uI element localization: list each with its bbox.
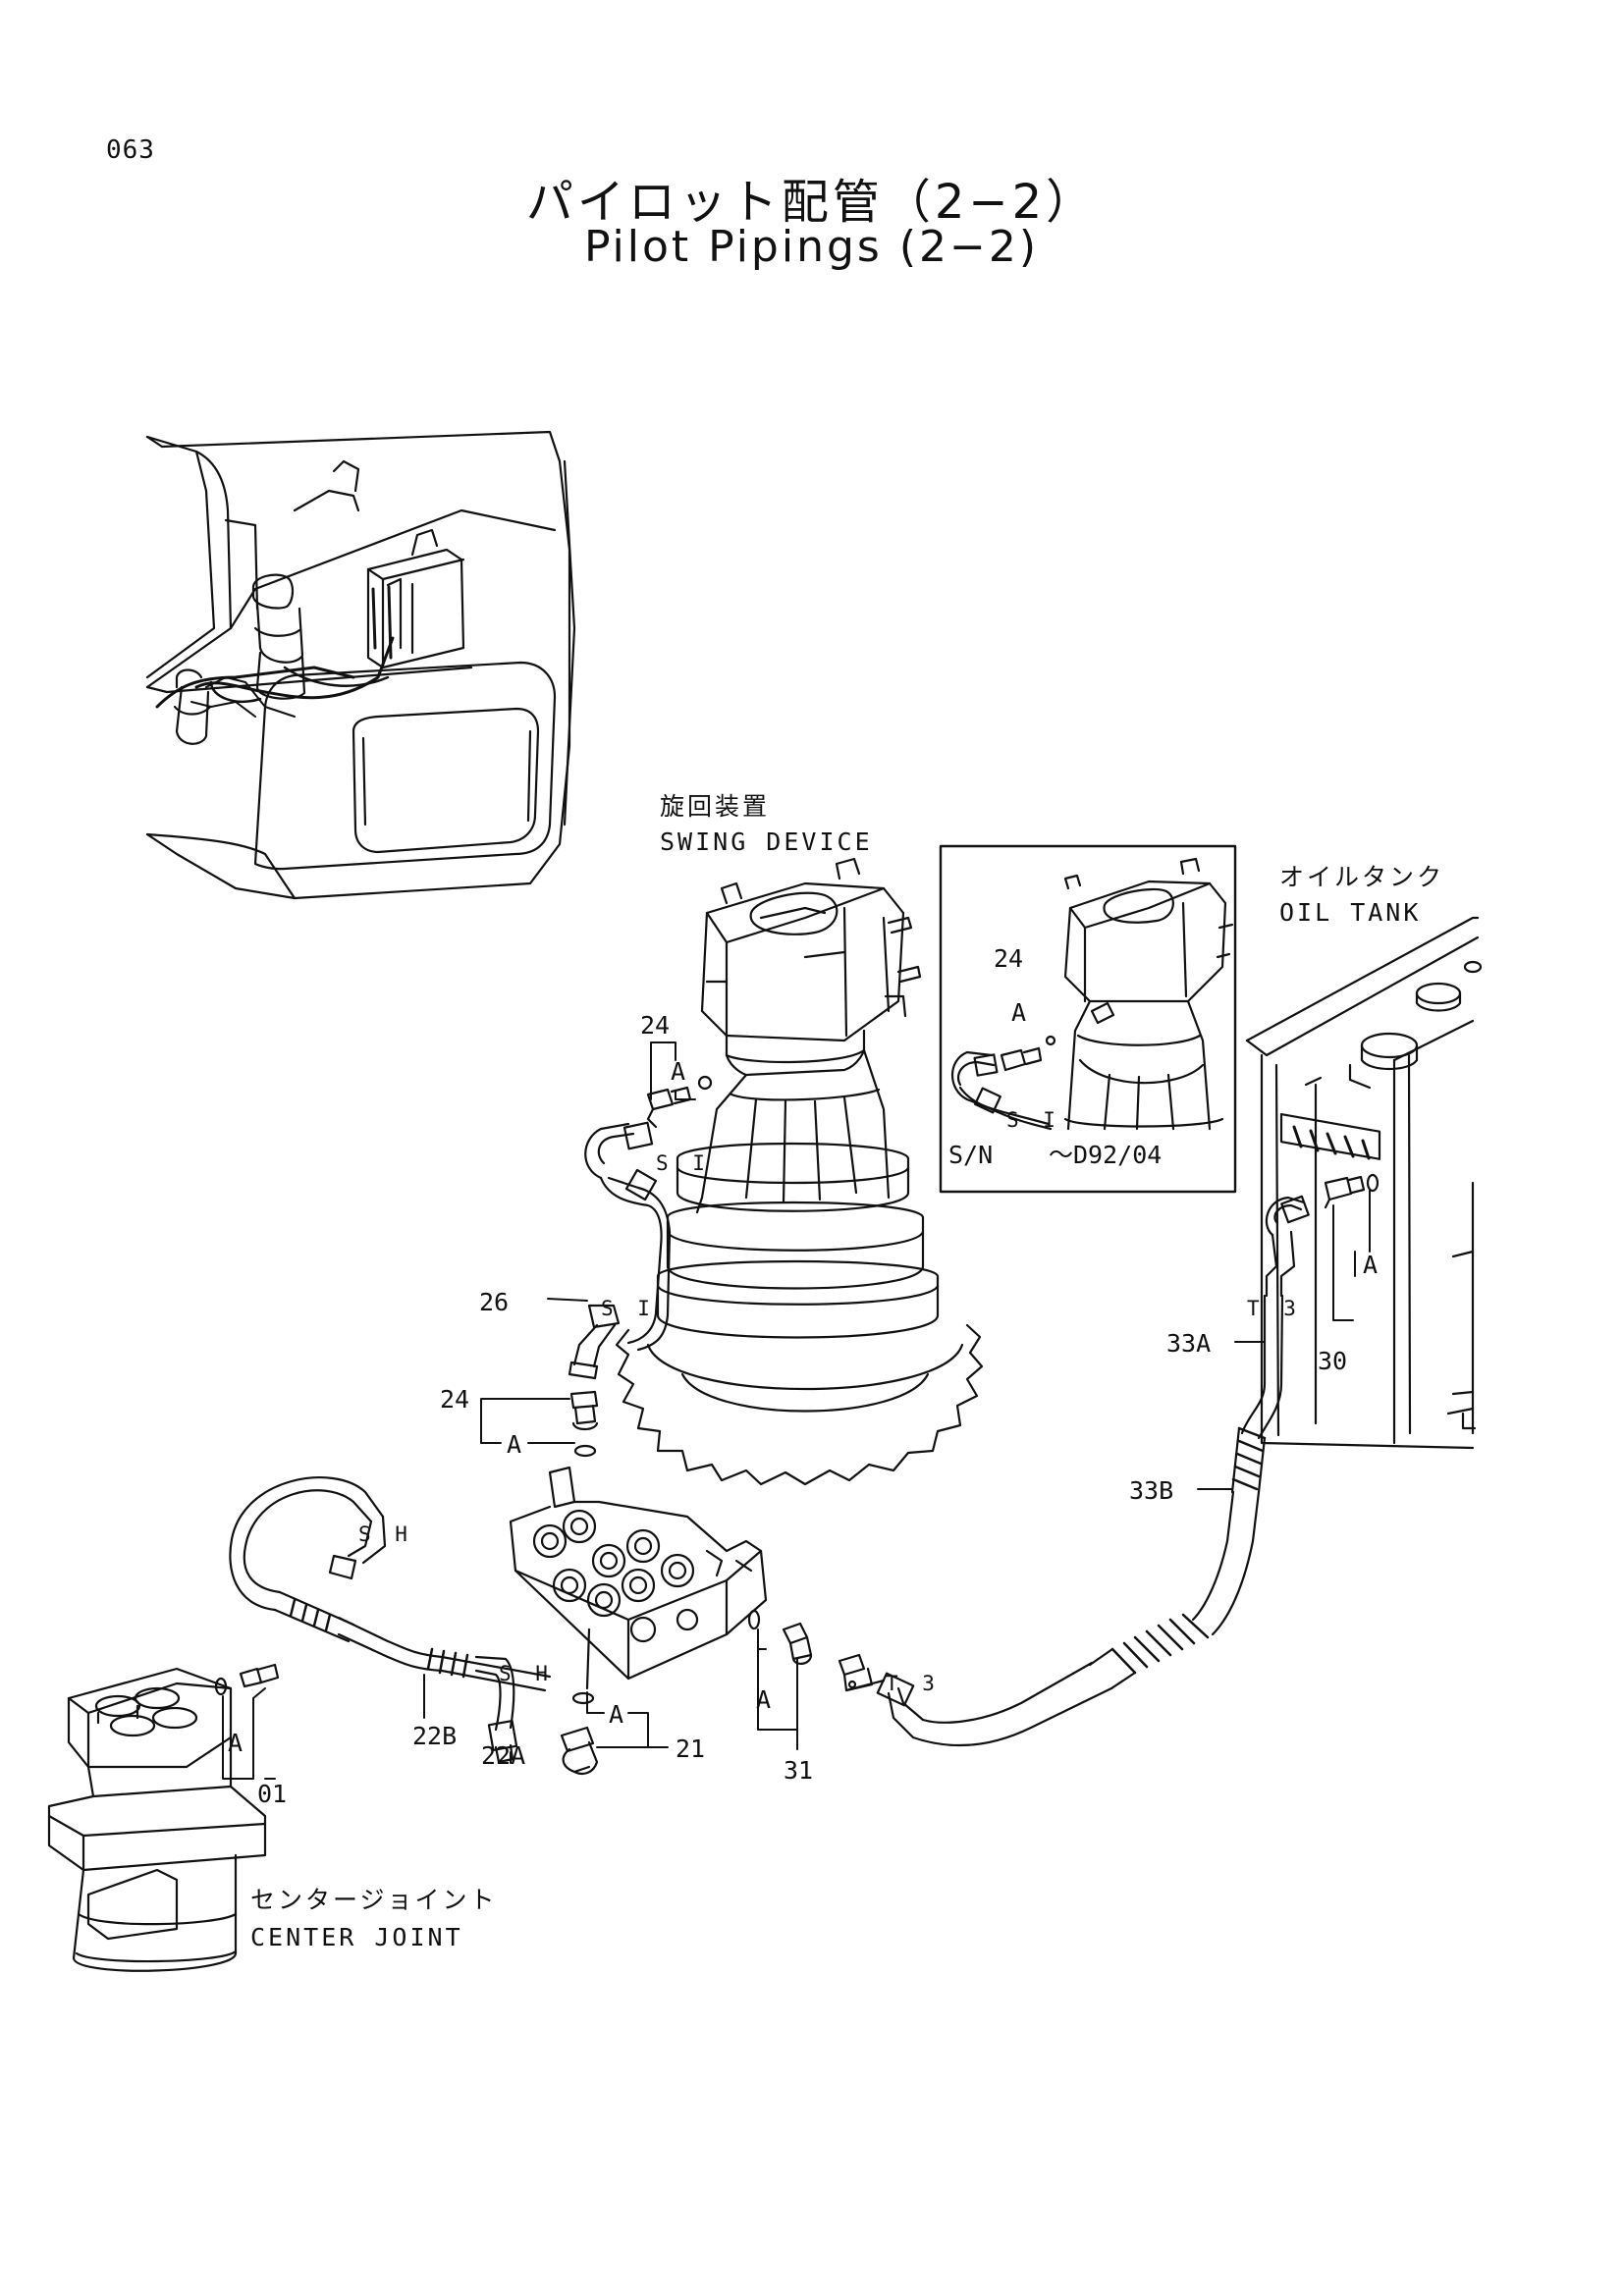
part-24-mid-label: 24 xyxy=(440,1385,469,1414)
title-english: Pilot Pipings (2−2) xyxy=(583,222,1040,272)
hose-swing-to-block xyxy=(568,1121,672,1380)
oil-tank-jp-label: オイルタンク xyxy=(1279,863,1444,891)
part-31-label: 31 xyxy=(784,1756,813,1785)
callout-a-01: A xyxy=(228,1729,243,1757)
callout-a-24-mid: A xyxy=(507,1430,521,1459)
diagram-labels: 旋回装置 SWING DEVICE オイルタンク OIL TANK センタージョ… xyxy=(228,792,1444,1951)
callout-a-31: A xyxy=(756,1685,771,1714)
hose-mark-si-26: S I xyxy=(601,1297,656,1320)
center-joint-jp-label: センタージョイント xyxy=(250,1886,498,1914)
page-number: 063 xyxy=(106,135,155,165)
callout-a-24-top: A xyxy=(671,1057,685,1086)
part-33b-label: 33B xyxy=(1129,1476,1173,1505)
part-26-label: 26 xyxy=(479,1288,509,1316)
hose-center-joint-to-block xyxy=(229,1476,552,1764)
center-joint-illustration xyxy=(47,1667,267,1972)
oil-tank-en-label: OIL TANK xyxy=(1279,898,1421,927)
part-30-label: 30 xyxy=(1318,1347,1347,1375)
callout-a-30: A xyxy=(1363,1251,1378,1279)
fitting-30 xyxy=(1324,1173,1380,1209)
swing-device-illustration xyxy=(615,857,984,1486)
callout-a-21: A xyxy=(609,1700,623,1729)
part-21-label: 21 xyxy=(676,1735,705,1763)
part-01-label: 01 xyxy=(257,1780,287,1808)
inset-serial-range: ～D92/04 xyxy=(1049,1141,1162,1169)
serial-number-inset xyxy=(939,844,1237,1194)
title-japanese: パイロット配管（2−2） xyxy=(525,175,1098,230)
fitting-24-top xyxy=(646,1075,713,1129)
center-joint-en-label: CENTER JOINT xyxy=(250,1923,463,1951)
hose-mark-t3-33a: T 3 xyxy=(1247,1297,1302,1320)
fitting-bottom-t3 xyxy=(838,1653,886,1692)
fitting-21 xyxy=(560,1691,599,1776)
part-22b-label: 22B xyxy=(412,1722,457,1750)
fitting-24-mid xyxy=(569,1390,599,1458)
inset-part-24-label: 24 xyxy=(994,944,1023,973)
hose-mark-t3-bottom: T 3 xyxy=(886,1672,941,1695)
part-24-top-label: 24 xyxy=(640,1011,670,1040)
hose-mark-sh-22a: S H xyxy=(499,1662,554,1685)
swing-device-en-label: SWING DEVICE xyxy=(660,828,873,856)
oil-tank-illustration xyxy=(1245,916,1483,1450)
inset-hose-mark: S I xyxy=(1006,1108,1061,1132)
swing-device-jp-label: 旋回装置 xyxy=(660,792,770,821)
pilot-valve-block xyxy=(509,1466,768,1690)
hose-tank-to-valve xyxy=(876,1195,1310,1747)
leader-lines xyxy=(222,1041,1371,1780)
part-33a-label: 33A xyxy=(1166,1329,1211,1358)
part-22a-label: 22A xyxy=(481,1741,525,1770)
hose-mark-sh-upper: S H xyxy=(358,1522,413,1546)
machine-overview-illustration xyxy=(145,430,576,900)
fitting-01 xyxy=(214,1663,280,1696)
hose-mark-si-upper: S I xyxy=(656,1151,711,1175)
inset-serial-prefix: S/N xyxy=(948,1141,993,1169)
inset-callout-a: A xyxy=(1011,998,1026,1027)
